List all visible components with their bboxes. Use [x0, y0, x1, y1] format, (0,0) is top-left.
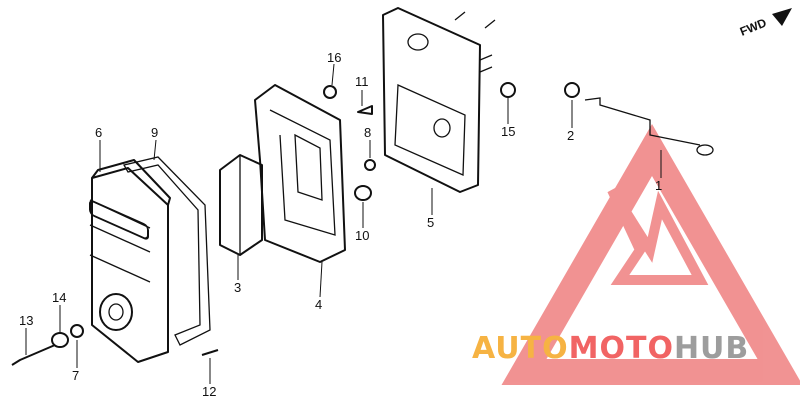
- callout-14: 14: [52, 290, 66, 305]
- callout-2: 2: [567, 128, 574, 143]
- part-12-screw: [201, 349, 219, 356]
- watermark-text-auto: AUTO: [472, 331, 569, 366]
- part-6-cover: [89, 159, 171, 363]
- part-14-washer: [51, 332, 69, 348]
- hardware-parts: [11, 82, 580, 366]
- leader-lines: [25, 63, 662, 384]
- fwd-arrow-head-icon: [772, 8, 792, 26]
- callout-4: 4: [315, 297, 322, 312]
- part-7-washer: [70, 324, 84, 338]
- forward-arrow: FWD: [738, 8, 792, 39]
- part-13-bolt: [11, 344, 56, 366]
- watermark-text-moto: MOTO: [569, 331, 674, 366]
- part-9-gasket: [123, 156, 211, 346]
- part-5-base: [382, 7, 496, 193]
- callout-7: 7: [72, 368, 79, 383]
- part-8-nut: [364, 159, 376, 171]
- callout-6: 6: [95, 125, 102, 140]
- callout-3: 3: [234, 280, 241, 295]
- callout-9: 9: [151, 125, 158, 140]
- callout-16: 16: [327, 50, 341, 65]
- part-11-bolt: [357, 105, 373, 115]
- part-1-stay: [584, 97, 714, 156]
- watermark-triangle-icon: [501, 123, 800, 385]
- part-4-case: [254, 84, 346, 263]
- watermark-text: AUTOMOTOHUB: [472, 331, 749, 366]
- part-2-grommet: [564, 82, 580, 98]
- watermark-logo: AUTOMOTOHUB: [472, 123, 800, 385]
- callout-1: 1: [655, 178, 662, 193]
- watermark-text-hub: HUB: [674, 331, 749, 366]
- callout-labels: 1 2 3 4 5 6 7 8 9 10 11 12 13 14 15 16: [19, 50, 662, 399]
- part-15-grommet: [500, 82, 516, 98]
- callout-13: 13: [19, 313, 33, 328]
- callout-12: 12: [202, 384, 216, 399]
- callout-11: 11: [355, 74, 369, 89]
- callout-5: 5: [427, 215, 434, 230]
- part-16-grommet: [323, 85, 337, 99]
- part-3-filter: [219, 154, 263, 256]
- callout-8: 8: [364, 125, 371, 140]
- callout-10: 10: [355, 228, 369, 243]
- callout-15: 15: [501, 124, 515, 139]
- part-10-collar: [354, 185, 372, 201]
- fwd-label: FWD: [738, 15, 769, 38]
